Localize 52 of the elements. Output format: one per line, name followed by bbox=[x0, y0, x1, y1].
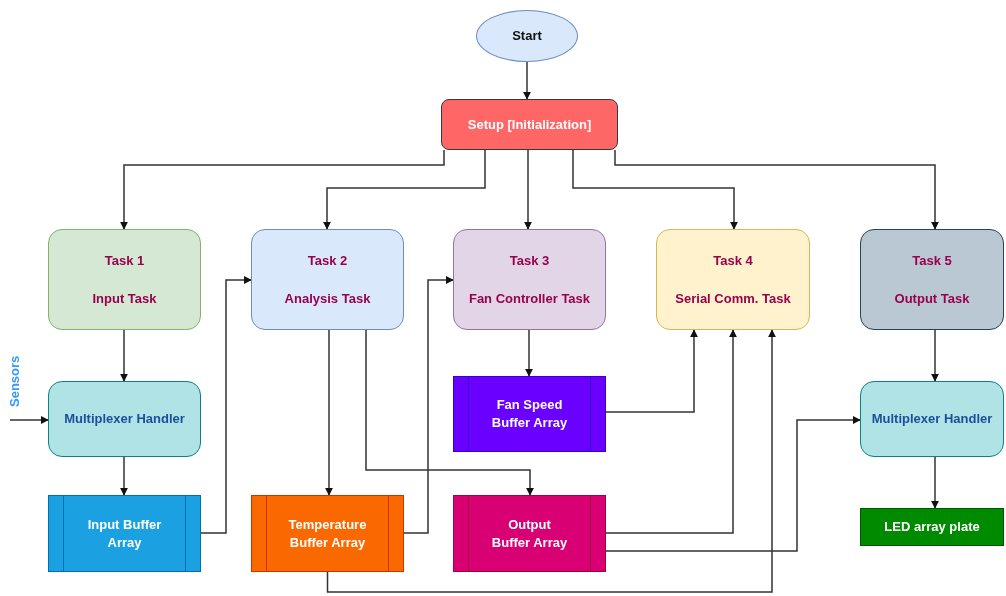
task-box bbox=[656, 229, 810, 330]
task-title: Task 5 bbox=[912, 251, 952, 270]
arrow bbox=[614, 149, 939, 230]
arrow bbox=[323, 149, 486, 230]
task-title: Task 1 bbox=[104, 251, 145, 270]
node-label: Input Task bbox=[92, 289, 157, 308]
task-title: Task 3 bbox=[509, 251, 550, 270]
buffer-box bbox=[453, 495, 606, 572]
node-label: Temperature Buffer Array bbox=[287, 515, 368, 552]
node-label: Multiplexer Handler bbox=[64, 410, 185, 428]
task-box bbox=[48, 229, 201, 330]
node-label: Fan Controller Task bbox=[468, 289, 591, 308]
task-box bbox=[860, 229, 1004, 330]
arrow bbox=[325, 329, 333, 496]
process-box bbox=[48, 381, 201, 457]
arrow bbox=[572, 149, 738, 230]
arrow bbox=[365, 329, 534, 496]
arrow bbox=[931, 329, 939, 382]
buffer-box bbox=[453, 376, 606, 452]
buffer-box bbox=[251, 495, 404, 572]
task-title: Task 2 bbox=[307, 251, 348, 270]
node-label: Multiplexer Handler bbox=[871, 410, 993, 428]
node-label: Analysis Task bbox=[284, 289, 371, 308]
node-label: Setup [Initialization] bbox=[467, 115, 592, 134]
arrow bbox=[120, 456, 128, 496]
task-box bbox=[453, 229, 606, 330]
task-title: Task 4 bbox=[713, 251, 753, 270]
node-label: Start bbox=[512, 27, 542, 45]
buffer-box bbox=[48, 495, 201, 572]
arrow bbox=[525, 329, 533, 377]
task-box bbox=[251, 229, 404, 330]
arrow bbox=[931, 456, 939, 509]
process-box bbox=[441, 99, 618, 150]
node-label: Fan Speed Buffer Array bbox=[490, 396, 569, 432]
node-label: Output Task bbox=[894, 289, 970, 308]
arrow bbox=[9, 416, 49, 424]
arrow bbox=[403, 276, 454, 534]
node-label: LED array plate bbox=[884, 518, 980, 536]
node-label: Input Buffer Array bbox=[86, 515, 163, 552]
arrow bbox=[524, 149, 532, 230]
arrow bbox=[120, 149, 445, 230]
arrow bbox=[605, 329, 698, 413]
arrow bbox=[200, 276, 252, 534]
process-box bbox=[860, 381, 1004, 457]
output-box bbox=[860, 508, 1004, 546]
arrow bbox=[326, 329, 776, 593]
arrow bbox=[120, 329, 128, 382]
arrow bbox=[605, 329, 737, 534]
arrow bbox=[523, 61, 531, 100]
node-label: Serial Comm. Task bbox=[675, 289, 791, 308]
arrow bbox=[605, 416, 861, 552]
node-label: Output Buffer Array bbox=[490, 515, 569, 552]
